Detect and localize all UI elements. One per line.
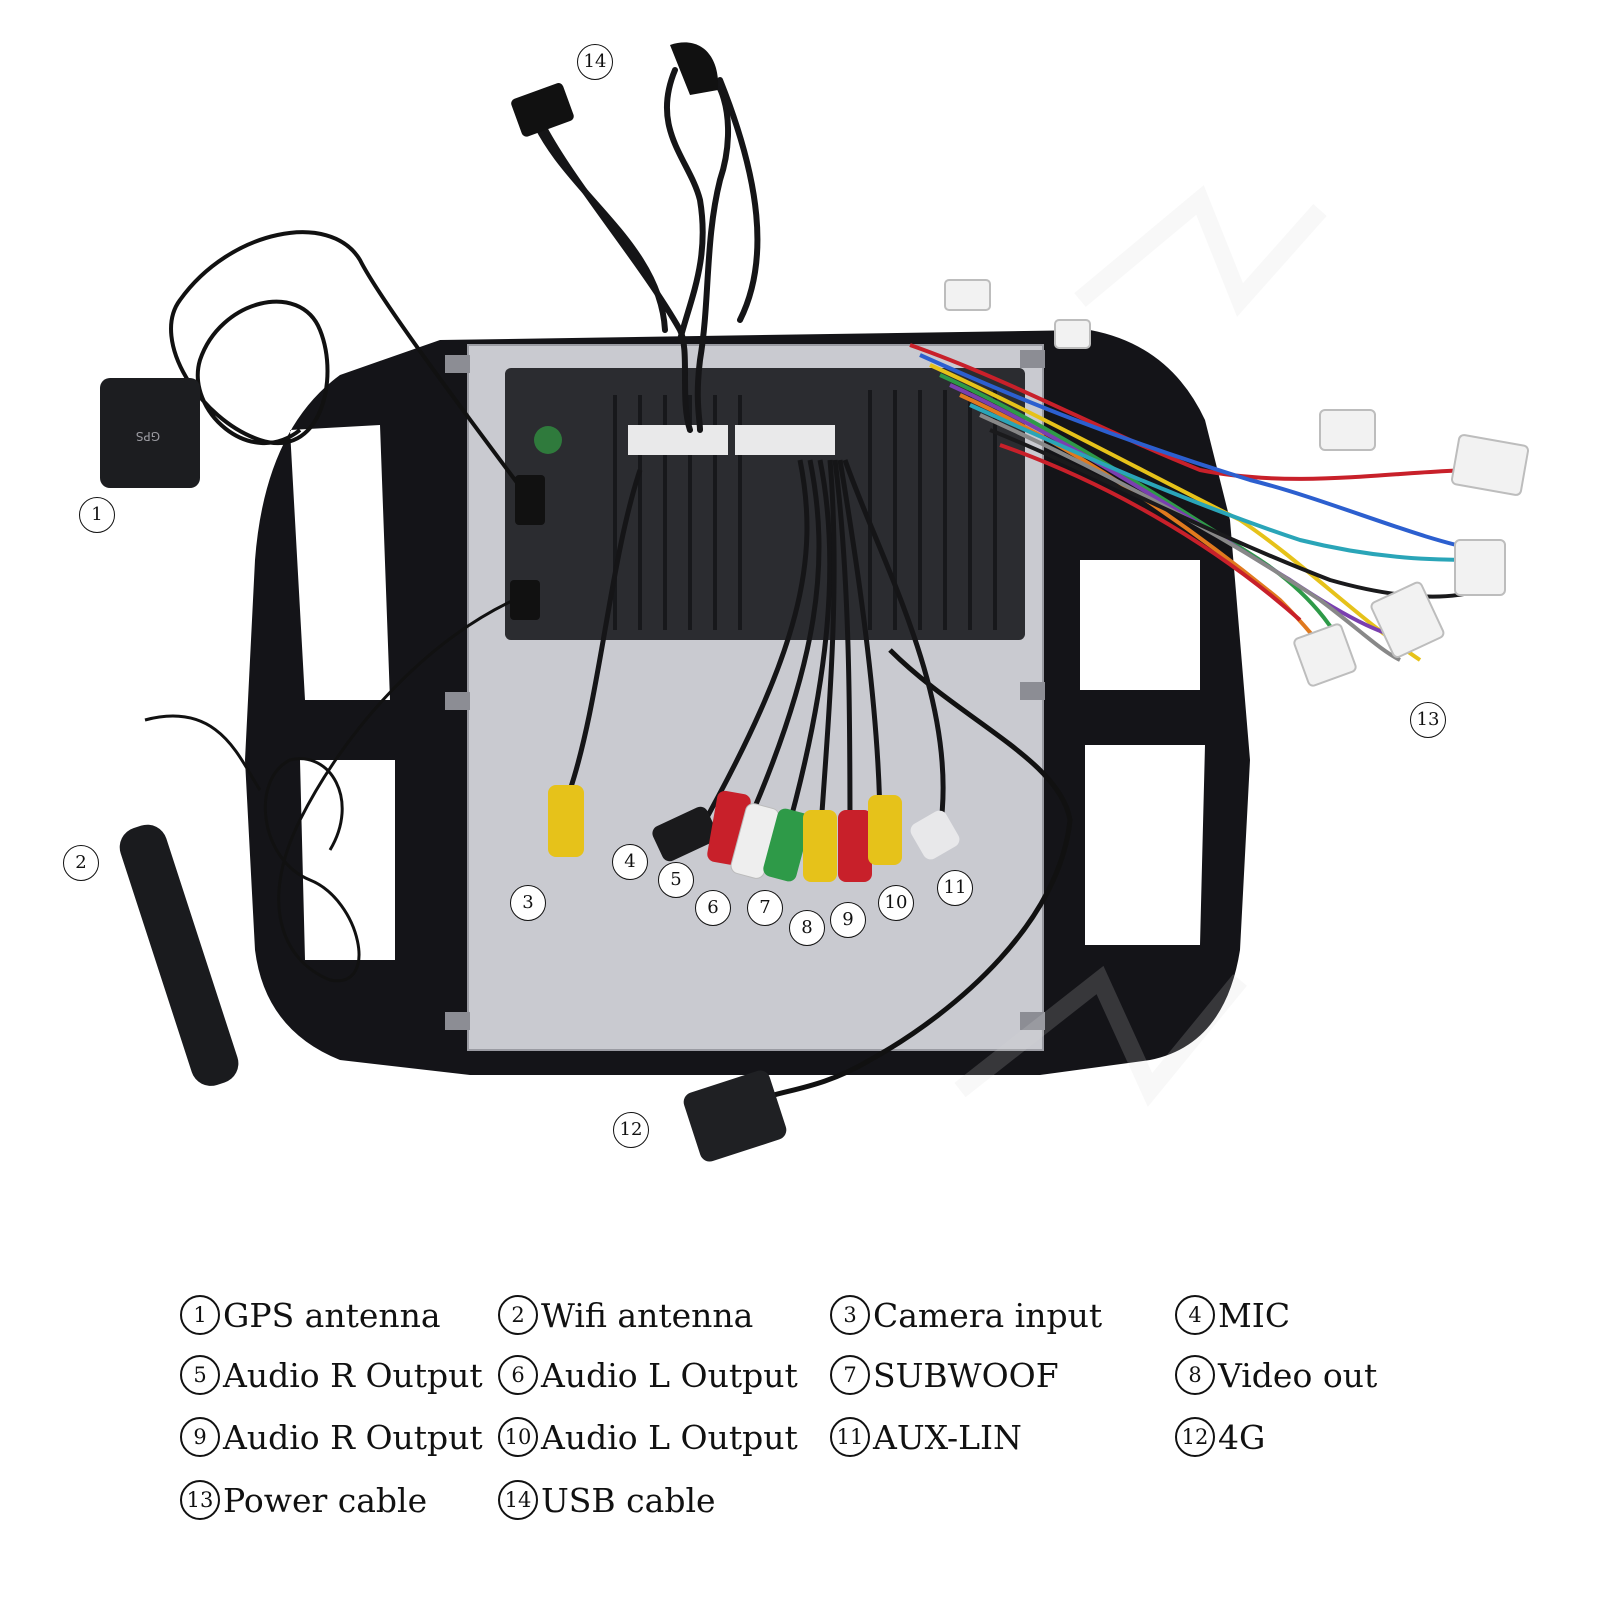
legend-number: 5 xyxy=(180,1355,220,1395)
legend-number: 11 xyxy=(830,1417,870,1457)
legend-number: 10 xyxy=(498,1417,538,1457)
legend-number: 1 xyxy=(180,1295,220,1335)
legend-label: GPS antenna xyxy=(223,1295,441,1335)
callout-6: 6 xyxy=(695,890,731,926)
legend-item-aux-lin: 11 AUX-LIN xyxy=(830,1412,1022,1462)
legend-item-mic: 4 MIC xyxy=(1175,1290,1290,1340)
legend-label: AUX-LIN xyxy=(873,1417,1022,1457)
callout-2: 2 xyxy=(63,845,99,881)
legend-number: 2 xyxy=(498,1295,538,1335)
gps-module-text: GPS xyxy=(136,429,160,443)
legend-item-audio-l-output: 6 Audio L Output xyxy=(498,1350,798,1400)
legend-label: Wifi antenna xyxy=(541,1295,754,1335)
callout-1: 1 xyxy=(79,497,115,533)
callout-12: 12 xyxy=(613,1112,649,1148)
4g-module xyxy=(683,1070,787,1162)
legend-item-subwoof: 7 SUBWOOF xyxy=(830,1350,1059,1400)
legend-number: 7 xyxy=(830,1355,870,1395)
callout-9: 9 xyxy=(830,902,866,938)
legend-label: Audio R Output xyxy=(223,1417,483,1457)
callout-14: 14 xyxy=(577,44,613,80)
legend-label: Camera input xyxy=(873,1295,1103,1335)
callout-7: 7 xyxy=(747,890,783,926)
callout-3: 3 xyxy=(510,885,546,921)
legend-item-power-cable: 13 Power cable xyxy=(180,1475,427,1525)
legend-item-gps-antenna: 1 GPS antenna xyxy=(180,1290,441,1340)
legend-label: SUBWOOF xyxy=(873,1355,1059,1395)
legend-number: 13 xyxy=(180,1480,220,1520)
legend-item-4g: 12 4G xyxy=(1175,1412,1265,1462)
callout-13: 13 xyxy=(1410,702,1446,738)
legend-item-audio-r-output: 5 Audio R Output xyxy=(180,1350,483,1400)
wifi-antenna-rod xyxy=(119,824,239,1086)
legend-label: 4G xyxy=(1218,1417,1266,1457)
legend-label: Power cable xyxy=(223,1480,428,1520)
callout-11: 11 xyxy=(937,870,973,906)
callout-10: 10 xyxy=(878,885,914,921)
usb-connector-1 xyxy=(511,83,574,137)
callout-4: 4 xyxy=(612,844,648,880)
legend-number: 14 xyxy=(498,1480,538,1520)
legend-number: 4 xyxy=(1175,1295,1215,1335)
legend-number: 6 xyxy=(498,1355,538,1395)
callout-8: 8 xyxy=(789,910,825,946)
legend-item-camera-input: 3 Camera input xyxy=(830,1290,1102,1340)
power-connectors xyxy=(944,279,1530,687)
legend-label: Audio L Output xyxy=(541,1417,798,1457)
legend-number: 8 xyxy=(1175,1355,1215,1395)
legend-label: USB cable xyxy=(541,1480,716,1520)
legend-number: 12 xyxy=(1175,1417,1215,1457)
legend-label: Audio L Output xyxy=(541,1355,798,1395)
legend-number: 3 xyxy=(830,1295,870,1335)
legend-number: 9 xyxy=(180,1417,220,1457)
legend-item-audio-r-output-2: 9 Audio R Output xyxy=(180,1412,483,1462)
legend-item-audio-l-output-2: 10 Audio L Output xyxy=(498,1412,798,1462)
wiring-diagram: GPS xyxy=(100,42,1530,1162)
legend-item-wifi-antenna: 2 Wifi antenna xyxy=(498,1290,753,1340)
legend-label: MIC xyxy=(1218,1295,1291,1335)
legend-label: Video out xyxy=(1218,1355,1378,1395)
rca-plugs xyxy=(548,785,960,882)
gps-antenna-module xyxy=(100,378,200,488)
callout-5: 5 xyxy=(658,862,694,898)
legend-item-video-out: 8 Video out xyxy=(1175,1350,1377,1400)
legend-label: Audio R Output xyxy=(223,1355,483,1395)
legend-item-usb-cable: 14 USB cable xyxy=(498,1475,716,1525)
